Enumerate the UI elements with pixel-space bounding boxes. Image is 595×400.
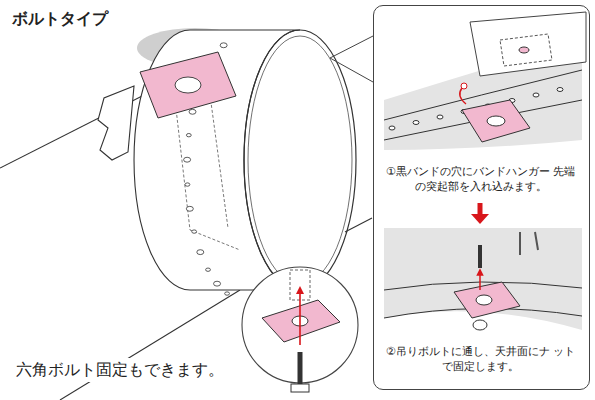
band-hanger — [140, 52, 236, 118]
band-rim — [244, 30, 356, 290]
callout-pointer — [330, 36, 373, 82]
insert-point — [461, 83, 467, 89]
band — [134, 30, 300, 290]
hex-bolt-head — [291, 384, 309, 392]
title: ボルトタイプ — [12, 8, 108, 30]
panel-ground — [384, 228, 582, 330]
band-hole — [557, 88, 563, 92]
ceiling-detail — [520, 232, 538, 255]
panel-hanger — [462, 100, 530, 142]
callout-panel: ①黒バンドの穴にバンドハンガー 先端の突起部を入れ込みます。 ②吊りボルトに通し、… — [373, 5, 590, 390]
detail-inset — [470, 12, 586, 76]
step-text: ①黒バンドの穴にバンドハンガー 先端の突起部を入れ込みます。 — [382, 164, 579, 196]
step-text: ②吊りボルトに通し、天井面にナ ットで固定します。 — [382, 344, 579, 376]
red-arrow — [479, 272, 481, 290]
band-hole — [437, 115, 443, 119]
band-hole — [533, 93, 539, 97]
note-label: 六角ボルト固定もできます。 — [14, 358, 226, 382]
band-rim — [248, 36, 352, 284]
inset-hanger — [262, 300, 340, 342]
detail-hanger — [500, 34, 552, 66]
band-hole — [197, 250, 204, 255]
nut — [473, 320, 487, 330]
panel-hanger-hole — [476, 295, 492, 305]
band-hole — [186, 133, 191, 136]
band-hole — [206, 268, 211, 271]
band-hole — [189, 109, 196, 114]
band-tail — [98, 86, 134, 160]
red-squiggle — [460, 88, 466, 104]
detail-hole — [519, 47, 529, 53]
band-hole — [389, 126, 395, 130]
hanger-hole — [175, 77, 201, 93]
step-arrow-head — [471, 214, 489, 224]
band-hole — [413, 121, 419, 125]
band-hole — [192, 230, 197, 233]
panel-hanger-hole — [487, 116, 505, 126]
band-hole — [185, 183, 190, 186]
hidden-hanger — [175, 95, 240, 250]
hanging-bolt — [478, 245, 482, 268]
band-hole — [184, 157, 191, 162]
step-arrow — [478, 203, 483, 215]
panel-hanger — [454, 282, 520, 318]
band-hole — [214, 281, 221, 286]
band-hole — [225, 292, 230, 295]
band-hole — [220, 43, 227, 48]
red-arrow — [299, 290, 301, 345]
band-hole — [186, 206, 193, 211]
